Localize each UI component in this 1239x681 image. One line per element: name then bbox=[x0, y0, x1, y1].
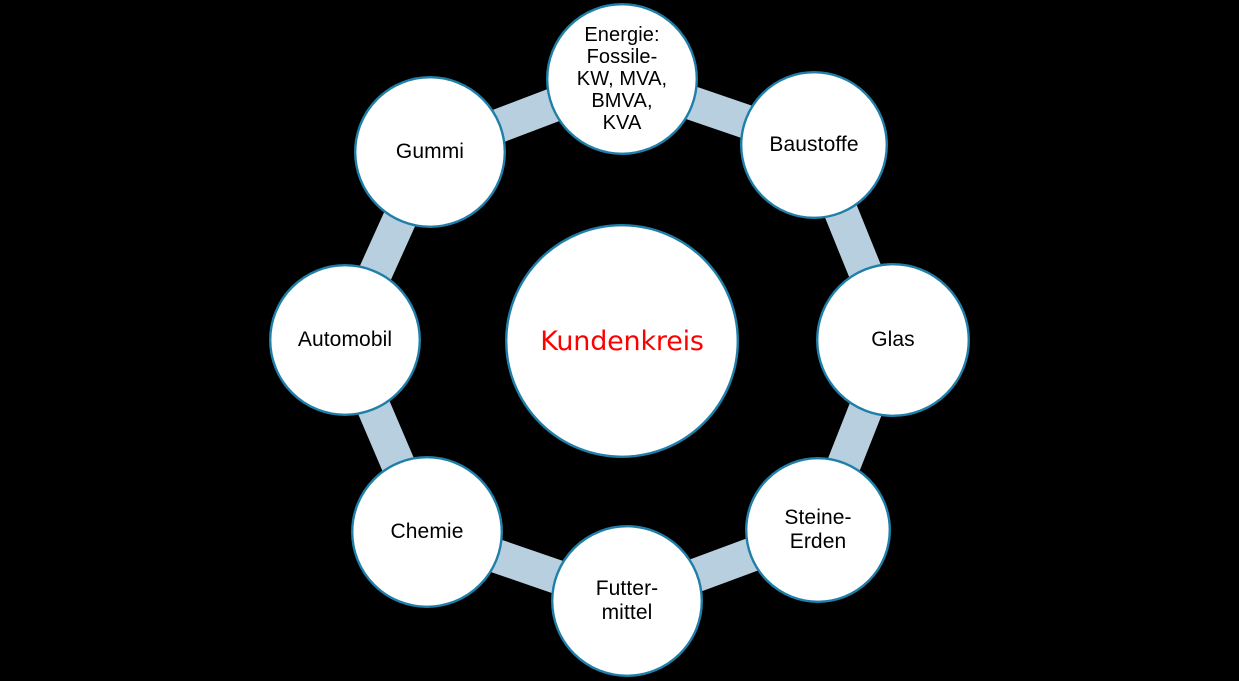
connector-futtermittel-to-chemie bbox=[487, 539, 567, 594]
node-circle-steine-erden[interactable] bbox=[745, 457, 892, 604]
connector-baustoffe-to-glas bbox=[825, 202, 882, 283]
node-circle-chemie[interactable] bbox=[351, 456, 504, 609]
node-circle-automobil[interactable] bbox=[269, 264, 422, 417]
connector-steine-erden-to-futtermittel bbox=[684, 538, 761, 593]
node-circle-baustoffe[interactable] bbox=[740, 70, 889, 220]
node-circle-gummi[interactable] bbox=[354, 75, 507, 229]
connector-energie-to-baustoffe bbox=[681, 86, 755, 138]
node-circle-energie[interactable] bbox=[546, 2, 699, 156]
center-circle-kundenkreis[interactable] bbox=[505, 223, 740, 459]
connector-glas-to-steine-erden bbox=[828, 397, 883, 473]
circles-layer bbox=[269, 2, 971, 678]
connectors-layer bbox=[357, 86, 883, 594]
connector-chemie-to-automobil bbox=[357, 397, 415, 475]
connector-gummi-to-energie bbox=[488, 88, 564, 143]
node-circle-glas[interactable] bbox=[816, 263, 971, 418]
node-circle-futtermittel[interactable] bbox=[551, 525, 704, 678]
connector-automobil-to-gummi bbox=[359, 208, 416, 284]
